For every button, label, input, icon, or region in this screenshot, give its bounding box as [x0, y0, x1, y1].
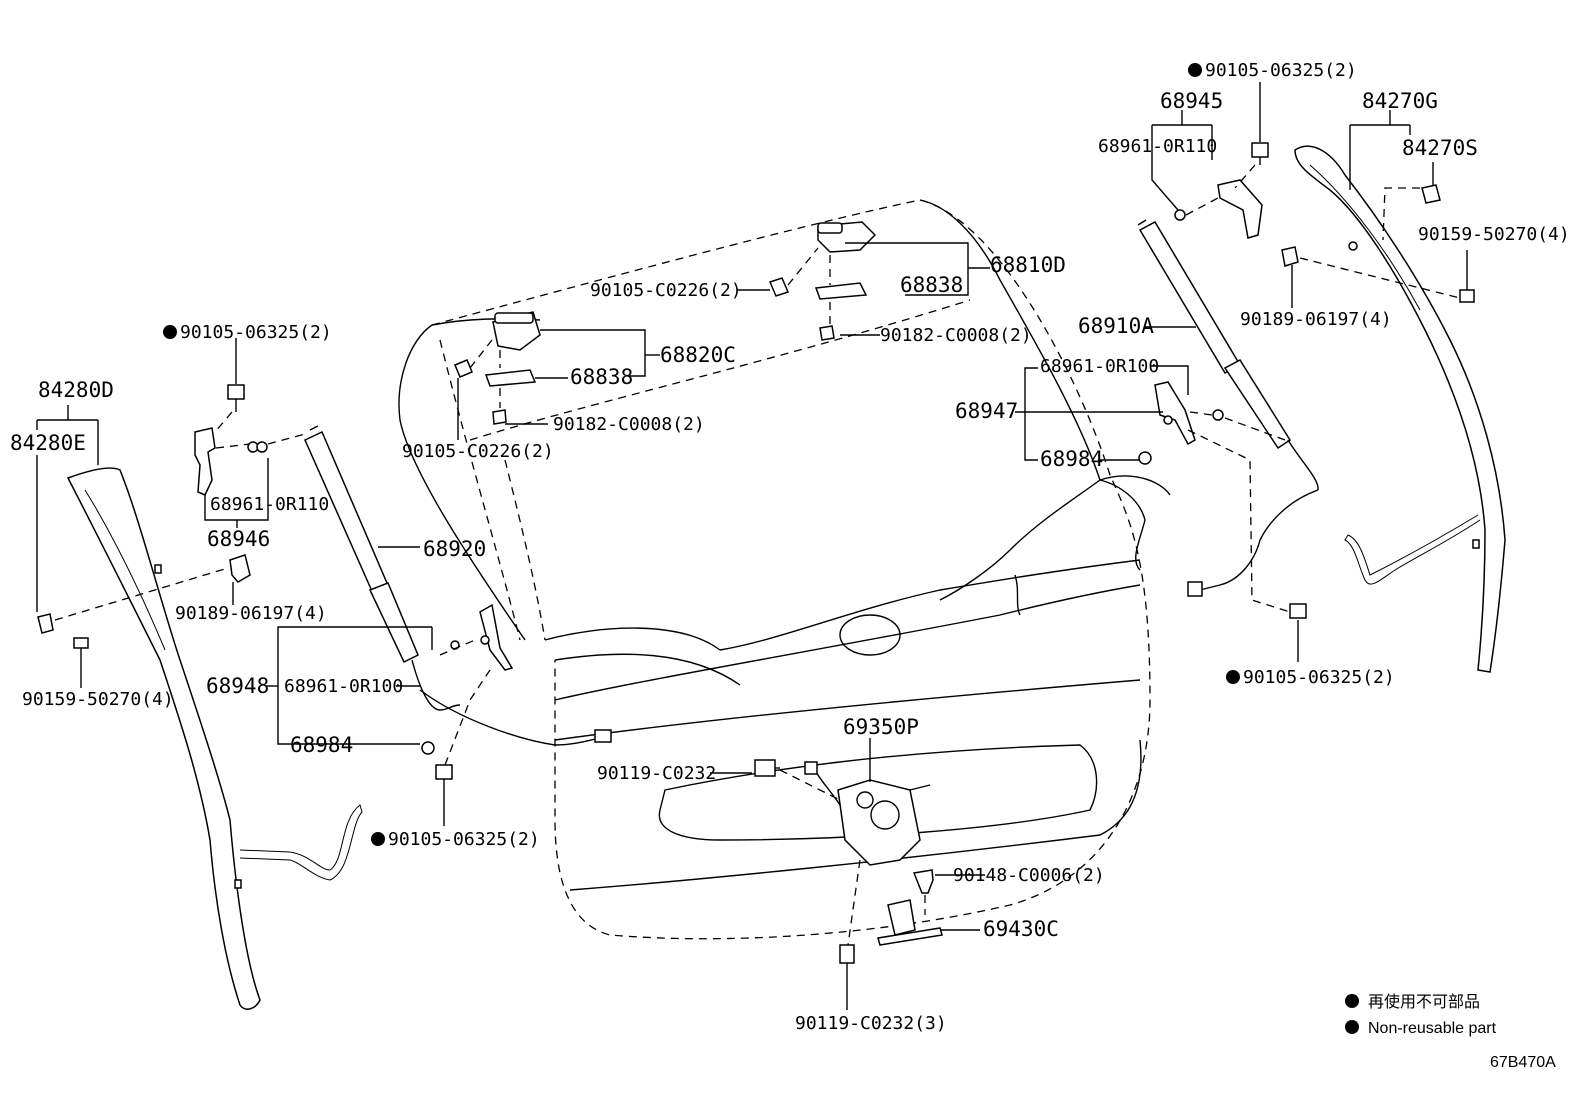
label-90159-50270-right: 90159-50270(4)	[1418, 224, 1570, 245]
label-68920: 68920	[423, 537, 486, 561]
label-90105-C0226-top: 90105-C0226(2)	[590, 280, 742, 301]
label-68945: 68945	[1160, 89, 1223, 113]
label-90148-C0006: 90148-C0006(2)	[953, 865, 1105, 886]
back-door-panel	[398, 199, 1171, 940]
right-fasteners	[1187, 184, 1475, 619]
label-68947: 68947	[955, 399, 1018, 423]
label-68961-0R110-right: 68961-0R110	[1098, 136, 1217, 157]
label-68820C: 68820C	[660, 343, 736, 367]
hinge-68810D	[768, 221, 877, 341]
non-reusable-marker	[163, 325, 177, 339]
label-90182-C0008-right: 90182-C0008(2)	[880, 325, 1032, 346]
label-90189-06197-right: 90189-06197(4)	[1240, 309, 1392, 330]
label-90182-C0008-left: 90182-C0008(2)	[553, 414, 705, 435]
label-68946: 68946	[207, 527, 270, 551]
weatherstrip-left	[66, 467, 363, 1010]
label-68910A: 68910A	[1078, 314, 1154, 338]
label-68810D: 68810D	[990, 253, 1066, 277]
left-fasteners	[37, 384, 491, 795]
label-90105-C0226-left: 90105-C0226(2)	[402, 441, 554, 462]
label-90159-50270-left: 90159-50270(4)	[22, 689, 174, 710]
label-90105-06325-right-low: 90105-06325(2)	[1243, 667, 1395, 688]
label-68838-left: 68838	[570, 365, 633, 389]
label-68961-0R100-right: 68961-0R100	[1040, 356, 1159, 377]
weatherstrip-right	[1294, 145, 1506, 673]
label-68984-right: 68984	[1040, 447, 1103, 471]
label-69430C: 69430C	[983, 917, 1059, 941]
damper-stay-68920	[304, 425, 461, 711]
label-68948: 68948	[206, 674, 269, 698]
bracket-68946	[194, 427, 306, 496]
label-90105-06325-left: 90105-06325(2)	[180, 322, 332, 343]
label-90189-06197-left: 90189-06197(4)	[175, 603, 327, 624]
bracket-68947	[1138, 381, 1286, 465]
diagram-code: 67B470A	[1490, 1054, 1556, 1071]
bracket-68948	[421, 603, 514, 755]
label-69350P: 69350P	[843, 715, 919, 739]
label-68984-left: 68984	[290, 733, 353, 757]
label-68961-0R100-left: 68961-0R100	[284, 676, 403, 697]
label-84270S: 84270S	[1402, 136, 1478, 160]
legend-text-jp: 再使用不可部品	[1368, 993, 1480, 1011]
non-reusable-marker	[1188, 63, 1202, 77]
legend-marker-jp	[1345, 994, 1359, 1008]
label-90119-C0232-3: 90119-C0232(3)	[795, 1013, 947, 1034]
label-90105-06325-bottom: 90105-06325(2)	[388, 829, 540, 850]
leader-lines	[36, 82, 1468, 1010]
part-labels: 90105-06325(2) 68945 84270G 68961-0R110 …	[10, 60, 1570, 1034]
label-84280D: 84280D	[38, 378, 114, 402]
legend: 再使用不可部品 Non-reusable part	[1345, 993, 1497, 1037]
label-90119-C0232: 90119-C0232	[597, 763, 716, 784]
label-68961-0R110-left: 68961-0R110	[210, 494, 329, 515]
legend-marker-en	[1345, 1020, 1359, 1034]
hinge-68820C	[454, 311, 541, 425]
lock-assembly-69350P	[754, 759, 931, 975]
label-68838-right: 68838	[900, 273, 963, 297]
legend-text-en: Non-reusable part	[1368, 1020, 1497, 1037]
label-84280E: 84280E	[10, 431, 86, 455]
damper-stay-68910A	[1137, 219, 1319, 491]
non-reusable-marker	[1226, 670, 1240, 684]
non-reusable-marker	[371, 832, 385, 846]
striker-69430C	[877, 869, 943, 946]
bracket-68945	[1174, 142, 1269, 239]
label-84270G: 84270G	[1362, 89, 1438, 113]
label-90105-06325-top: 90105-06325(2)	[1205, 60, 1357, 81]
